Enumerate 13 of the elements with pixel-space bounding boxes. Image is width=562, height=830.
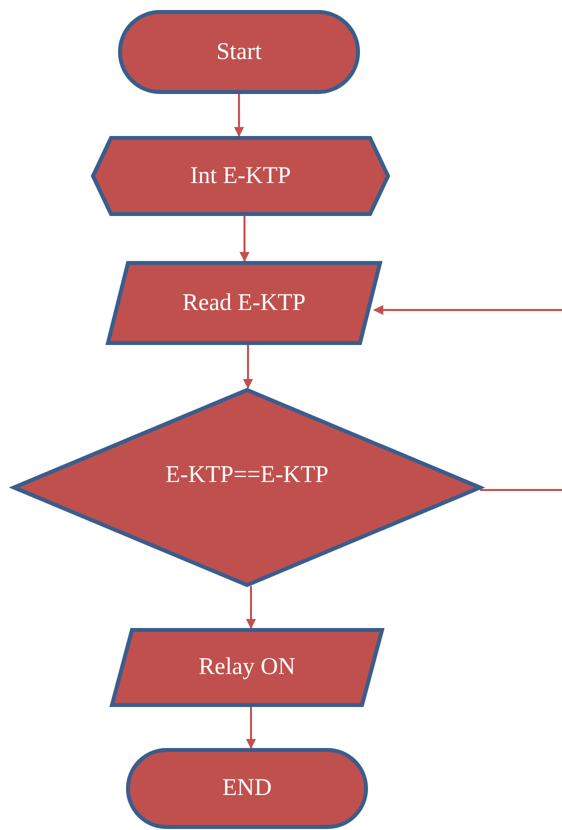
connector-line xyxy=(480,489,562,491)
arrow xyxy=(234,93,244,137)
node-label: Relay ON xyxy=(198,654,296,681)
node-label: E-KTP==E-KTP xyxy=(165,462,329,489)
node-label: Read E-KTP xyxy=(182,290,306,316)
arrow xyxy=(246,706,256,749)
arrow xyxy=(240,215,250,262)
arrow xyxy=(243,344,253,389)
arrow xyxy=(373,305,562,315)
node-label: Int E-KTP xyxy=(190,162,291,190)
node-label: END xyxy=(222,775,272,802)
node-label: Start xyxy=(216,38,262,66)
arrow xyxy=(246,586,256,629)
